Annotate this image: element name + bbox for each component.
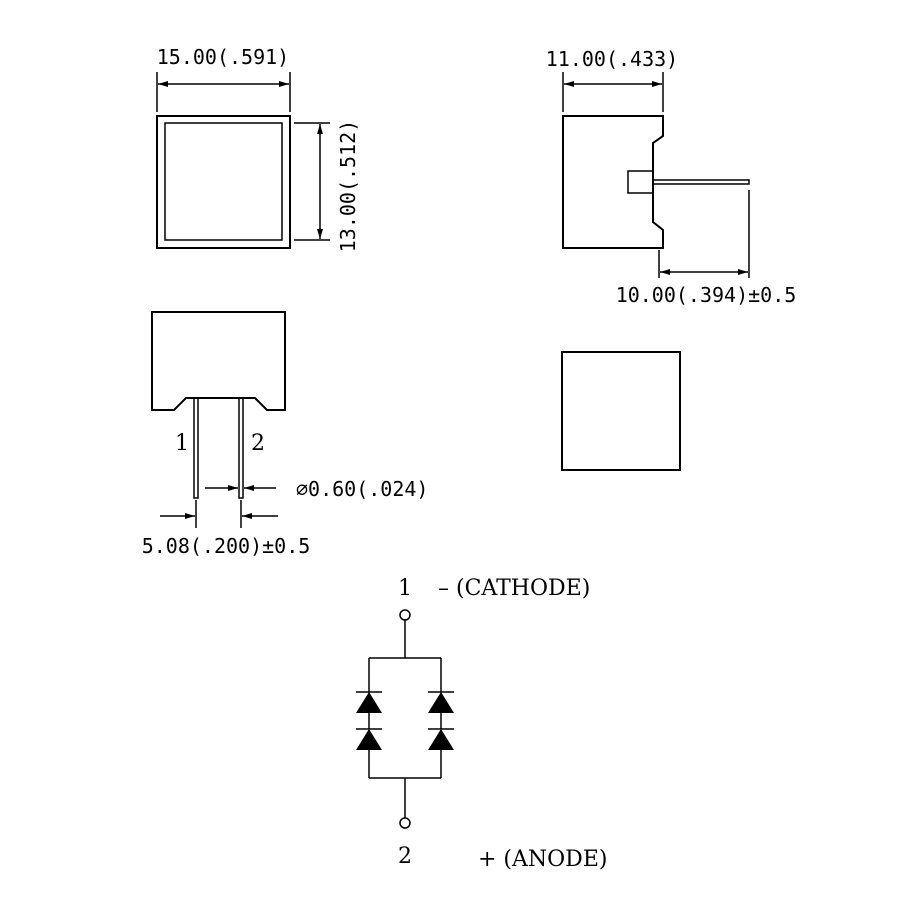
side-width-label: 11.00(.433) — [546, 47, 678, 71]
front-view-body-outline — [151, 311, 286, 411]
anode-terminal — [399, 817, 411, 829]
top-view-inner-outline — [164, 122, 283, 241]
anode-label: + (ANODE) — [478, 847, 607, 872]
diode-left-upper — [356, 691, 382, 729]
side-view-lead — [652, 179, 750, 185]
front-view-lead-1 — [193, 397, 199, 499]
diode-right-lower — [428, 728, 454, 750]
schematic-top-pin-number: 1 — [398, 576, 412, 601]
front-view-lead-2 — [238, 397, 244, 499]
cathode-label: – (CATHODE) — [438, 576, 590, 601]
top-view-outer-outline — [156, 115, 291, 249]
lead-length-label: 10.00(.394)±0.5 — [616, 283, 797, 307]
side-view-lead-stub — [627, 170, 654, 194]
diode-left-lower — [356, 728, 382, 750]
cathode-terminal — [399, 609, 411, 621]
schematic-bottom-pin-number: 2 — [398, 844, 412, 869]
schematic-diagram: 1 – (CATHODE) — [356, 576, 607, 872]
front-view: 1 2 ⌀0.60(.024) 5.08(.200)±0.5 — [142, 311, 428, 558]
top-view: 15.00(.591) 13.00(.512) — [156, 45, 360, 252]
lead-spacing-label: 5.08(.200)±0.5 — [142, 534, 311, 558]
lead-diameter-label: ⌀0.60(.024) — [296, 477, 428, 501]
side-view: 11.00(.433) 10.00(.394)±0.5 — [546, 47, 797, 307]
rear-view-outline — [561, 351, 681, 471]
pin-1-label: 1 — [175, 431, 189, 456]
diode-right-upper — [428, 691, 454, 729]
pin-2-label: 2 — [251, 431, 265, 456]
side-view-body-outline — [562, 115, 664, 249]
top-width-label: 15.00(.591) — [157, 45, 289, 69]
top-height-label: 13.00(.512) — [336, 120, 360, 252]
